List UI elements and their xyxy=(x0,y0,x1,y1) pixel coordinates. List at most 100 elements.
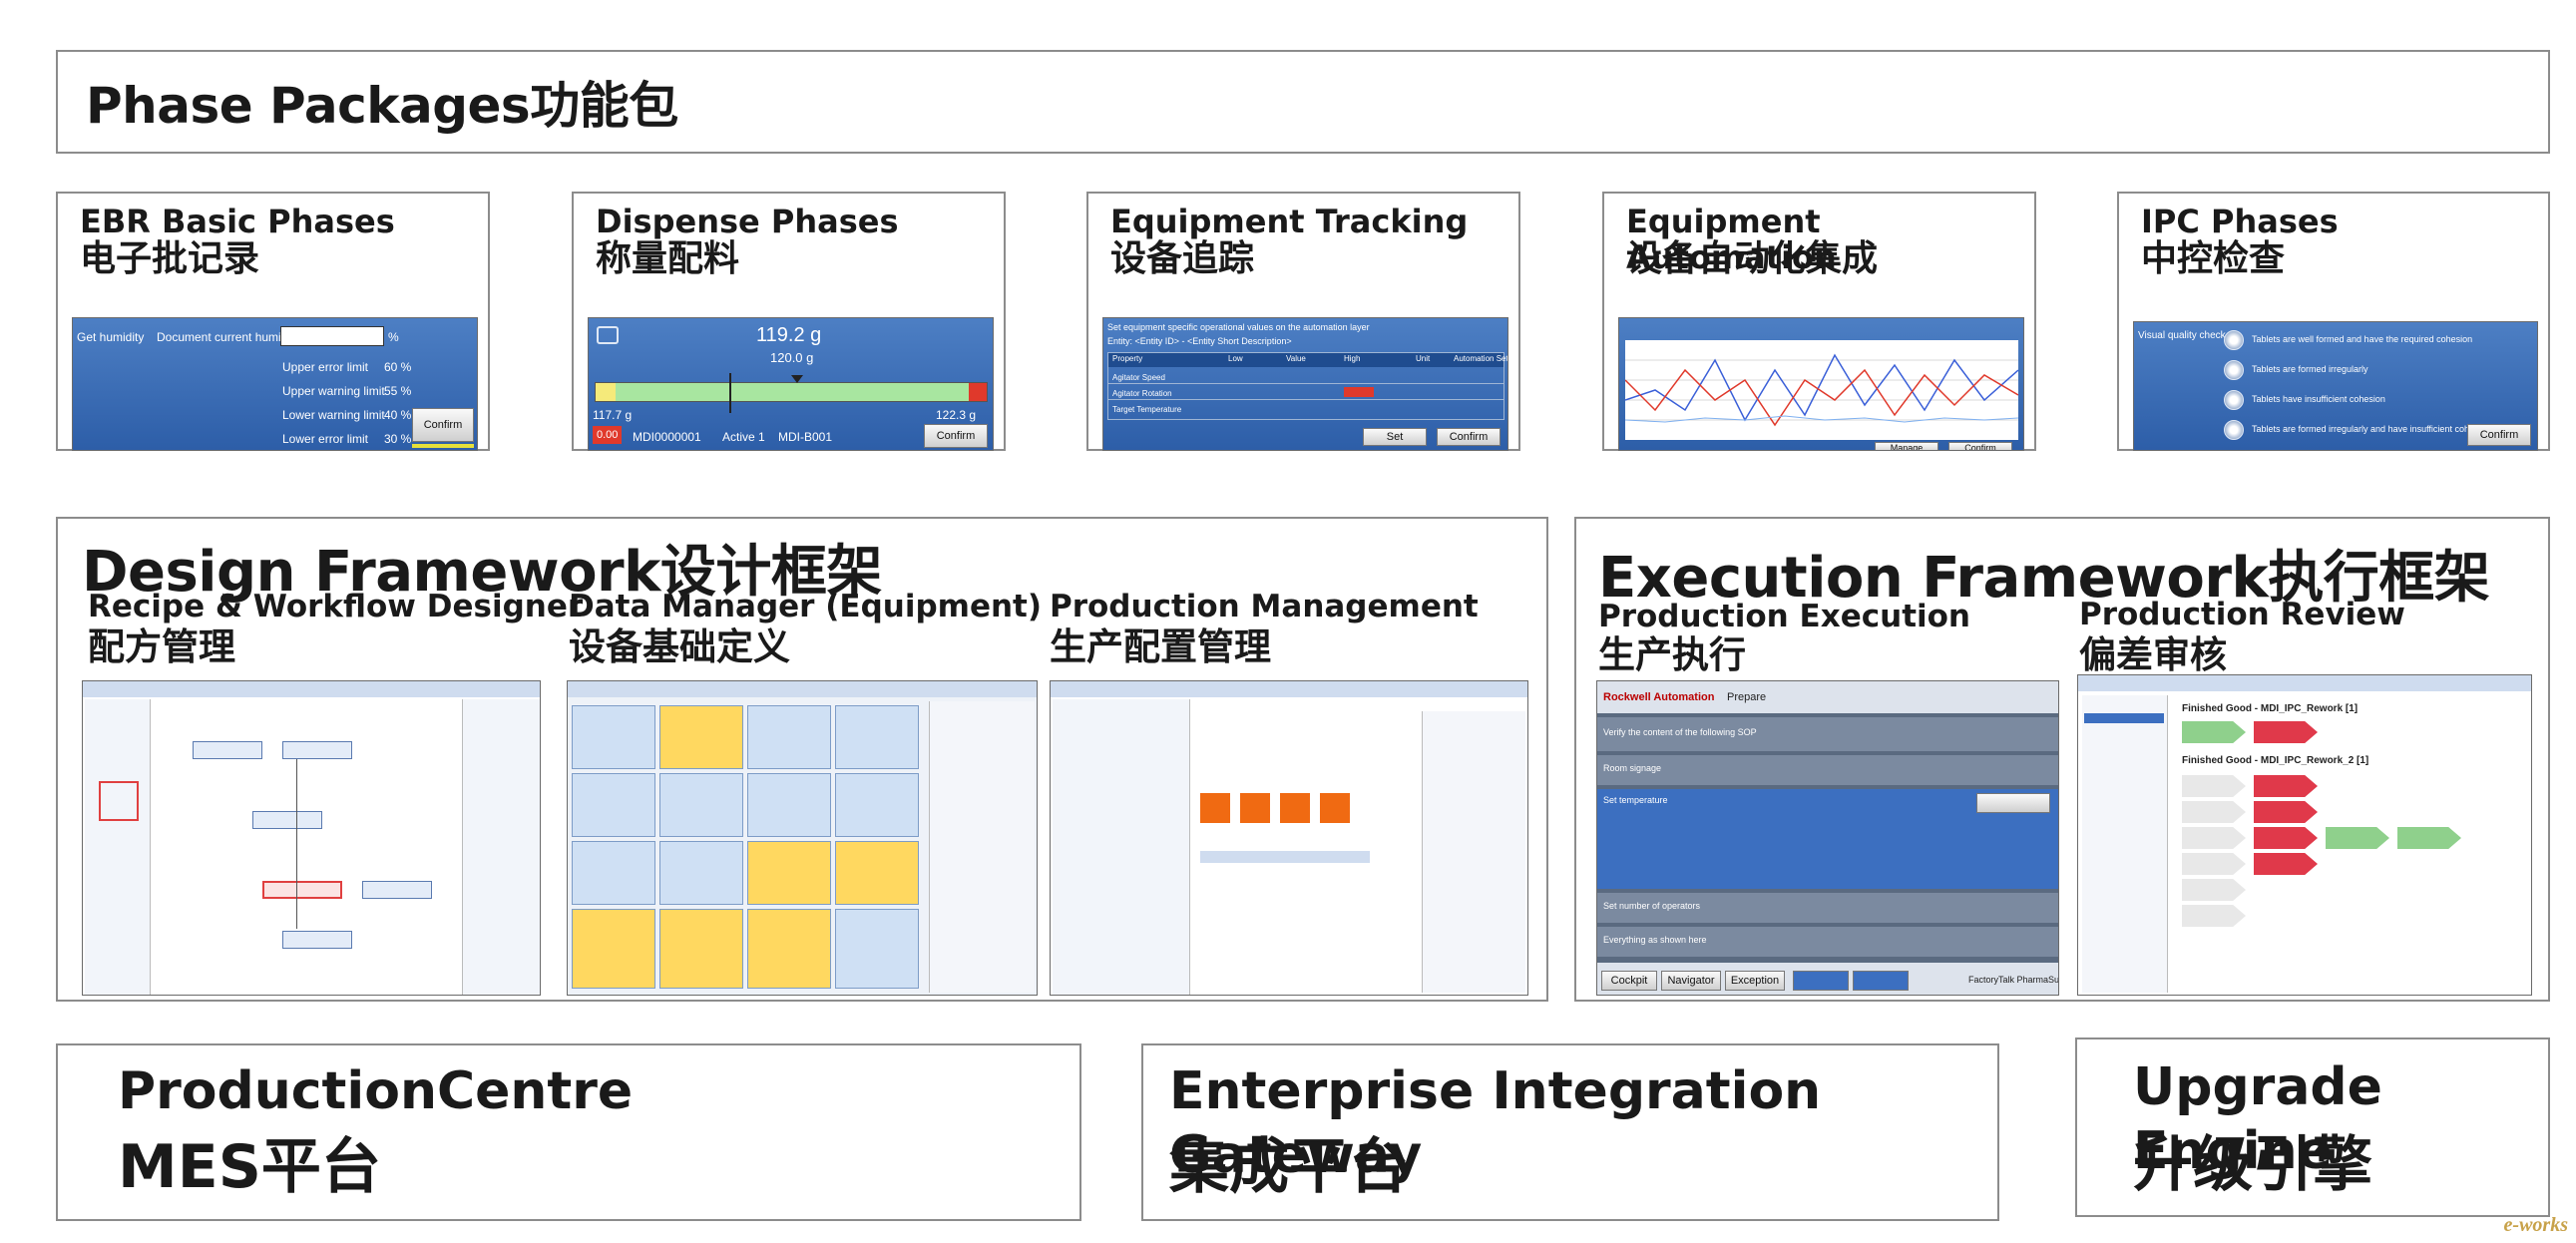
production-review-screenshot: Finished Good - MDI_IPC_Rework [1] Finis… xyxy=(2077,674,2532,996)
execution-item-cn: 偏差审核 xyxy=(2079,633,2227,676)
platform-cn: 集成平台 xyxy=(1169,1132,1409,1202)
phase-card-dispense: Dispense Phases 称量配料 119.2 g 120.0 g 117… xyxy=(572,192,1006,451)
dispense-min: 117.7 g xyxy=(593,408,633,422)
dispense-max: 122.3 g xyxy=(936,408,977,422)
ipc-option: Tablets are formed irregularly xyxy=(2252,364,2368,374)
platform-upgrade-engine: Upgrade Engine 升级引擎 xyxy=(2075,1037,2550,1217)
automation-manage-button[interactable]: Manage xyxy=(1875,442,1938,450)
automation-screenshot: Manage Confirm xyxy=(1618,317,2024,451)
phase-packages-header: Phase Packages功能包 xyxy=(56,50,2550,154)
cockpit-button[interactable]: Cockpit xyxy=(1601,971,1657,991)
nav-down-button[interactable] xyxy=(1853,971,1909,991)
tracking-screenshot: Set equipment specific operational value… xyxy=(1102,317,1508,451)
production-execution-screenshot: Rockwell Automation Prepare Verify the c… xyxy=(1596,680,2059,996)
execution-confirm-button[interactable] xyxy=(1976,793,2050,813)
design-item-en: Production Management xyxy=(1050,589,1479,624)
dispense-confirm-button[interactable]: Confirm xyxy=(924,424,988,448)
tracking-table: Property Low Value High Unit Automation … xyxy=(1107,352,1507,420)
dispense-item: MDI-B001 xyxy=(778,430,833,444)
execution-footer: FactoryTalk PharmaSuite xyxy=(1968,975,2059,985)
production-management-screenshot xyxy=(1050,680,1528,996)
phase-cn-label: 设备自动化集成 xyxy=(1626,238,1879,279)
review-group: Finished Good - MDI_IPC_Rework [1] xyxy=(2182,703,2359,714)
recipe-designer-screenshot xyxy=(82,680,541,996)
execution-row: Room signage xyxy=(1603,763,1662,773)
navigator-button[interactable]: Navigator xyxy=(1661,971,1721,991)
dispense-target: 120.0 g xyxy=(770,350,814,365)
platform-en: Enterprise Integration Gateway xyxy=(1169,1061,1822,1185)
platform-integration-gateway: Enterprise Integration Gateway 集成平台 xyxy=(1141,1043,1999,1221)
dispense-weight-bar xyxy=(595,373,988,413)
ebr-screenshot: Get humidity Document current humidity v… xyxy=(72,317,478,451)
ipc-label: Visual quality check xyxy=(2138,330,2226,341)
platform-cn: MES平台 xyxy=(118,1132,381,1202)
nav-up-button[interactable] xyxy=(1793,971,1849,991)
execution-step: Prepare xyxy=(1727,691,1767,703)
phase-cn-label: 电子批记录 xyxy=(80,238,260,279)
ipc-confirm-button[interactable]: Confirm xyxy=(2467,424,2531,446)
dispense-gross: 119.2 g xyxy=(756,324,822,346)
ebr-input[interactable] xyxy=(280,326,384,346)
tracking-col: Low xyxy=(1228,354,1243,363)
design-framework: Design Framework设计框架 Recipe & Workflow D… xyxy=(56,517,1548,1002)
ipc-radio[interactable] xyxy=(2224,330,2244,350)
execution-framework-title: Execution Framework执行框架 xyxy=(1598,546,2490,611)
execution-row: Verify the content of the following SOP xyxy=(1603,727,1757,737)
tracking-set-button[interactable]: Set xyxy=(1363,428,1427,446)
tracking-col: Property xyxy=(1112,354,1143,363)
phase-card-automation: Equipment Automation 设备自动化集成 Manage Conf… xyxy=(1602,192,2036,451)
ipc-option: Tablets have insufficient cohesion xyxy=(2252,394,2385,404)
ebr-label: Get humidity xyxy=(77,330,145,344)
dispense-screenshot: 119.2 g 120.0 g 117.7 g 122.3 g 0.00 MDI… xyxy=(588,317,994,451)
tracking-col: Unit xyxy=(1416,354,1431,363)
phase-cn-label: 称量配料 xyxy=(596,238,740,279)
automation-confirm-button[interactable]: Confirm xyxy=(1948,442,2012,450)
tracking-col: High xyxy=(1344,354,1361,363)
execution-brand: Rockwell Automation xyxy=(1603,691,1715,703)
execution-row: Set temperature xyxy=(1603,795,1668,805)
exception-button[interactable]: Exception xyxy=(1725,971,1785,991)
watermark-logo: e-works xyxy=(2503,1214,2568,1236)
phase-en-label: IPC Phases xyxy=(2141,203,2339,240)
design-item-cn: 设备基础定义 xyxy=(569,625,790,668)
phase-packages-title: Phase Packages功能包 xyxy=(86,77,678,135)
ipc-screenshot: Visual quality check Tablets are well fo… xyxy=(2133,321,2538,451)
platform-productioncentre: ProductionCentre MES平台 xyxy=(56,1043,1081,1221)
ebr-row-label: Upper warning limit xyxy=(282,384,385,398)
phase-cn-label: 中控检查 xyxy=(2141,238,2286,279)
tracking-confirm-button[interactable]: Confirm xyxy=(1437,428,1501,446)
phase-cn-label: 设备追踪 xyxy=(1110,238,1255,279)
ebr-row-label: Lower warning limit xyxy=(282,408,385,422)
tracking-row: Agitator Rotation xyxy=(1112,389,1172,398)
execution-row: Everything as shown here xyxy=(1603,935,1707,945)
ebr-row-value: 60 % xyxy=(384,360,412,374)
phase-card-ipc: IPC Phases 中控检查 Visual quality check Tab… xyxy=(2117,192,2550,451)
ebr-row-value: 55 % xyxy=(384,384,412,398)
platform-en: ProductionCentre xyxy=(118,1061,634,1121)
design-item-cn: 配方管理 xyxy=(88,625,235,668)
phase-en-label: Dispense Phases xyxy=(596,203,899,240)
ipc-radio[interactable] xyxy=(2224,420,2244,440)
tracking-row: Agitator Speed xyxy=(1112,373,1165,382)
ipc-radio[interactable] xyxy=(2224,360,2244,380)
ipc-radio[interactable] xyxy=(2224,390,2244,410)
ebr-level-bar xyxy=(412,444,474,448)
platform-cn: 升级引擎 xyxy=(2133,1130,2372,1200)
execution-row: Set number of operators xyxy=(1603,901,1701,911)
ebr-row-value: 30 % xyxy=(384,432,412,446)
platform-en: Upgrade Engine xyxy=(2133,1057,2382,1181)
tracking-headline: Set equipment specific operational value… xyxy=(1107,322,1370,332)
dispense-status: Active 1 xyxy=(722,430,765,444)
dispense-material: MDI0000001 xyxy=(633,430,701,444)
ebr-row-value: 40 % xyxy=(384,408,412,422)
ebr-confirm-button[interactable]: Confirm xyxy=(412,408,474,442)
ipc-option: Tablets are formed irregularly and have … xyxy=(2252,424,2491,434)
execution-framework: Execution Framework执行框架 Production Execu… xyxy=(1574,517,2550,1002)
data-manager-screenshot xyxy=(567,680,1038,996)
design-item-en: Recipe & Workflow Designer xyxy=(88,589,584,624)
design-item-en: Data Manager (Equipment) xyxy=(569,589,1043,624)
design-framework-title: Design Framework设计框架 xyxy=(82,540,882,605)
tracking-col: Value xyxy=(1286,354,1306,363)
ebr-row-label: Upper error limit xyxy=(282,360,369,374)
phase-card-tracking: Equipment Tracking 设备追踪 Set equipment sp… xyxy=(1086,192,1520,451)
